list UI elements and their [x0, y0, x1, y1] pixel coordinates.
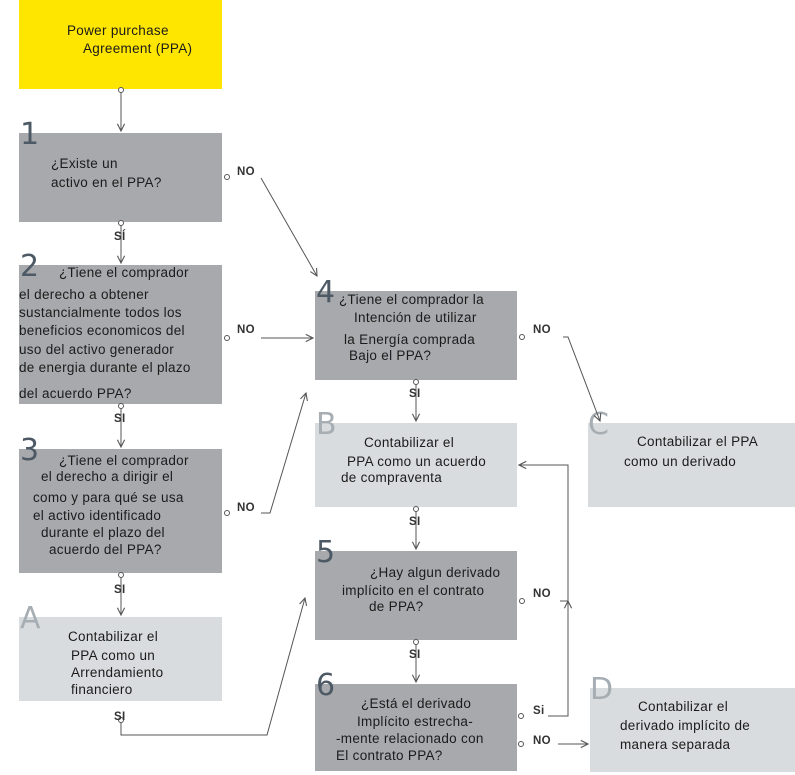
- question-6-line-2: Implícito estrecha-: [357, 714, 473, 729]
- question-2-line-2: el derecho a obtener: [19, 287, 149, 302]
- step-number-4: 4: [316, 275, 336, 310]
- label-si-1: SÍ: [114, 231, 126, 243]
- outcome-box-b: Contabilizar el PPA como un acuerdo de c…: [315, 423, 517, 507]
- question-box-3: ¿Tiene el comprador el derecho a dirigir…: [19, 449, 222, 573]
- outcome-letter-c: C: [588, 407, 609, 442]
- question-1-line-1: ¿Existe un: [51, 156, 118, 171]
- question-3-line-2: el derecho a dirigir el: [41, 469, 174, 484]
- question-2-line-5: uso del activo generador: [19, 342, 175, 357]
- arrow-1-no-to-4: [260, 177, 317, 276]
- step-number-2: 2: [20, 249, 40, 284]
- outcome-a-line-2: PPA como un: [71, 648, 156, 663]
- label-no-5: NO: [533, 588, 551, 600]
- question-4-line-4: Bajo el PPA?: [349, 348, 432, 363]
- label-si-3: SI: [114, 584, 126, 596]
- question-3-line-5: durante el plazo del: [41, 525, 165, 540]
- outcome-letter-d: D: [590, 672, 614, 707]
- outcome-b-line-3: de compraventa: [341, 470, 443, 485]
- step-number-1: 1: [20, 117, 40, 152]
- outcome-a-line-3: Arrendamiento: [71, 665, 164, 680]
- outcome-b-line-2: PPA como un acuerdo: [347, 454, 487, 469]
- label-si-a: SI: [114, 711, 126, 723]
- step-number-5: 5: [316, 535, 336, 570]
- question-3-line-3: como y para qué se usa: [33, 490, 184, 505]
- question-4-line-2: Intención de utilizar: [354, 310, 477, 325]
- question-5-line-1: ¿Hay algun derivado: [370, 565, 501, 580]
- start-box: Power purchase Agreement (PPA): [19, 0, 222, 89]
- outcome-a-line-4: financiero: [71, 682, 133, 697]
- label-no-1: NO: [237, 166, 255, 178]
- question-box-5: ¿Hay algun derivado implícito en el cont…: [315, 551, 517, 640]
- label-si-6: Si: [533, 705, 545, 717]
- question-2-line-3: sustancialmente todos los: [19, 305, 182, 320]
- start-text-line-2: Agreement (PPA): [83, 41, 193, 56]
- question-box-2: ¿Tiene el comprador el derecho a obtener…: [19, 265, 222, 404]
- question-4-line-1: ¿Tiene el comprador la: [339, 292, 484, 307]
- question-5-line-2: implícito en el contrato: [342, 583, 485, 598]
- question-3-line-6: acuerdo del PPA?: [49, 542, 162, 557]
- question-box-4: ¿Tiene el comprador la Intención de util…: [315, 291, 517, 380]
- outcome-d-line-1: Contabilizar el: [638, 699, 729, 714]
- label-si-2: SI: [114, 413, 126, 425]
- question-box-1: ¿Existe un activo en el PPA?: [19, 133, 222, 222]
- label-si-5: SI: [409, 649, 421, 661]
- outcome-d-line-2: derivado implícito de: [620, 718, 751, 733]
- question-4-line-3: la Energía comprada: [344, 332, 476, 347]
- question-6-line-3: -mente relacionado con: [336, 731, 484, 746]
- label-no-2: NO: [237, 324, 255, 336]
- outcome-box-a: Contabilizar el PPA como un Arrendamient…: [19, 617, 222, 701]
- step-number-6: 6: [316, 668, 336, 703]
- outcome-box-d: Contabilizar el derivado implícito de ma…: [590, 688, 795, 772]
- question-2-line-1: ¿Tiene el comprador: [59, 265, 189, 280]
- label-no-3: NO: [237, 502, 255, 514]
- label-si-4: SI: [409, 388, 421, 400]
- question-6-line-1: ¿Está el derivado: [361, 696, 472, 711]
- start-text-line-1: Power purchase: [67, 23, 169, 38]
- arrow-6-si-to-b: [548, 601, 568, 717]
- question-3-line-1: ¿Tiene el comprador: [59, 453, 189, 468]
- label-no-4: NO: [533, 324, 551, 336]
- step-number-3: 3: [20, 433, 40, 468]
- label-no-6: NO: [533, 735, 551, 747]
- outcome-d-line-3: manera separada: [620, 737, 731, 752]
- outcome-c-line-2: como un derivado: [624, 454, 737, 469]
- question-2-line-7: del acuerdo PPA?: [19, 386, 132, 401]
- arrow-5-no-to-b: [519, 465, 569, 602]
- question-2-line-6: de energia durante el plazo: [19, 360, 191, 375]
- arrow-3-no-to-4: [261, 393, 306, 514]
- outcome-c-line-1: Contabilizar el PPA: [637, 434, 759, 449]
- outcome-box-c: Contabilizar el PPA como un derivado: [588, 423, 795, 507]
- label-si-b: SI: [409, 516, 421, 528]
- arrow-a-si-to-5: [120, 598, 305, 736]
- outcome-letter-b: B: [316, 407, 337, 442]
- arrow-4-no-to-c: [563, 336, 600, 421]
- question-6-line-4: El contrato PPA?: [336, 748, 443, 763]
- outcome-b-line-1: Contabilizar el: [364, 435, 455, 450]
- question-3-line-4: el activo identificado: [33, 508, 162, 523]
- question-5-line-3: de PPA?: [369, 599, 424, 614]
- question-box-6: ¿Está el derivado Implícito estrecha- -m…: [315, 684, 517, 771]
- question-1-line-2: activo en el PPA?: [51, 175, 162, 190]
- outcome-letter-a: A: [20, 601, 41, 636]
- question-2-line-4: beneficios economicos del: [19, 323, 185, 338]
- outcome-a-line-1: Contabilizar el: [68, 629, 159, 644]
